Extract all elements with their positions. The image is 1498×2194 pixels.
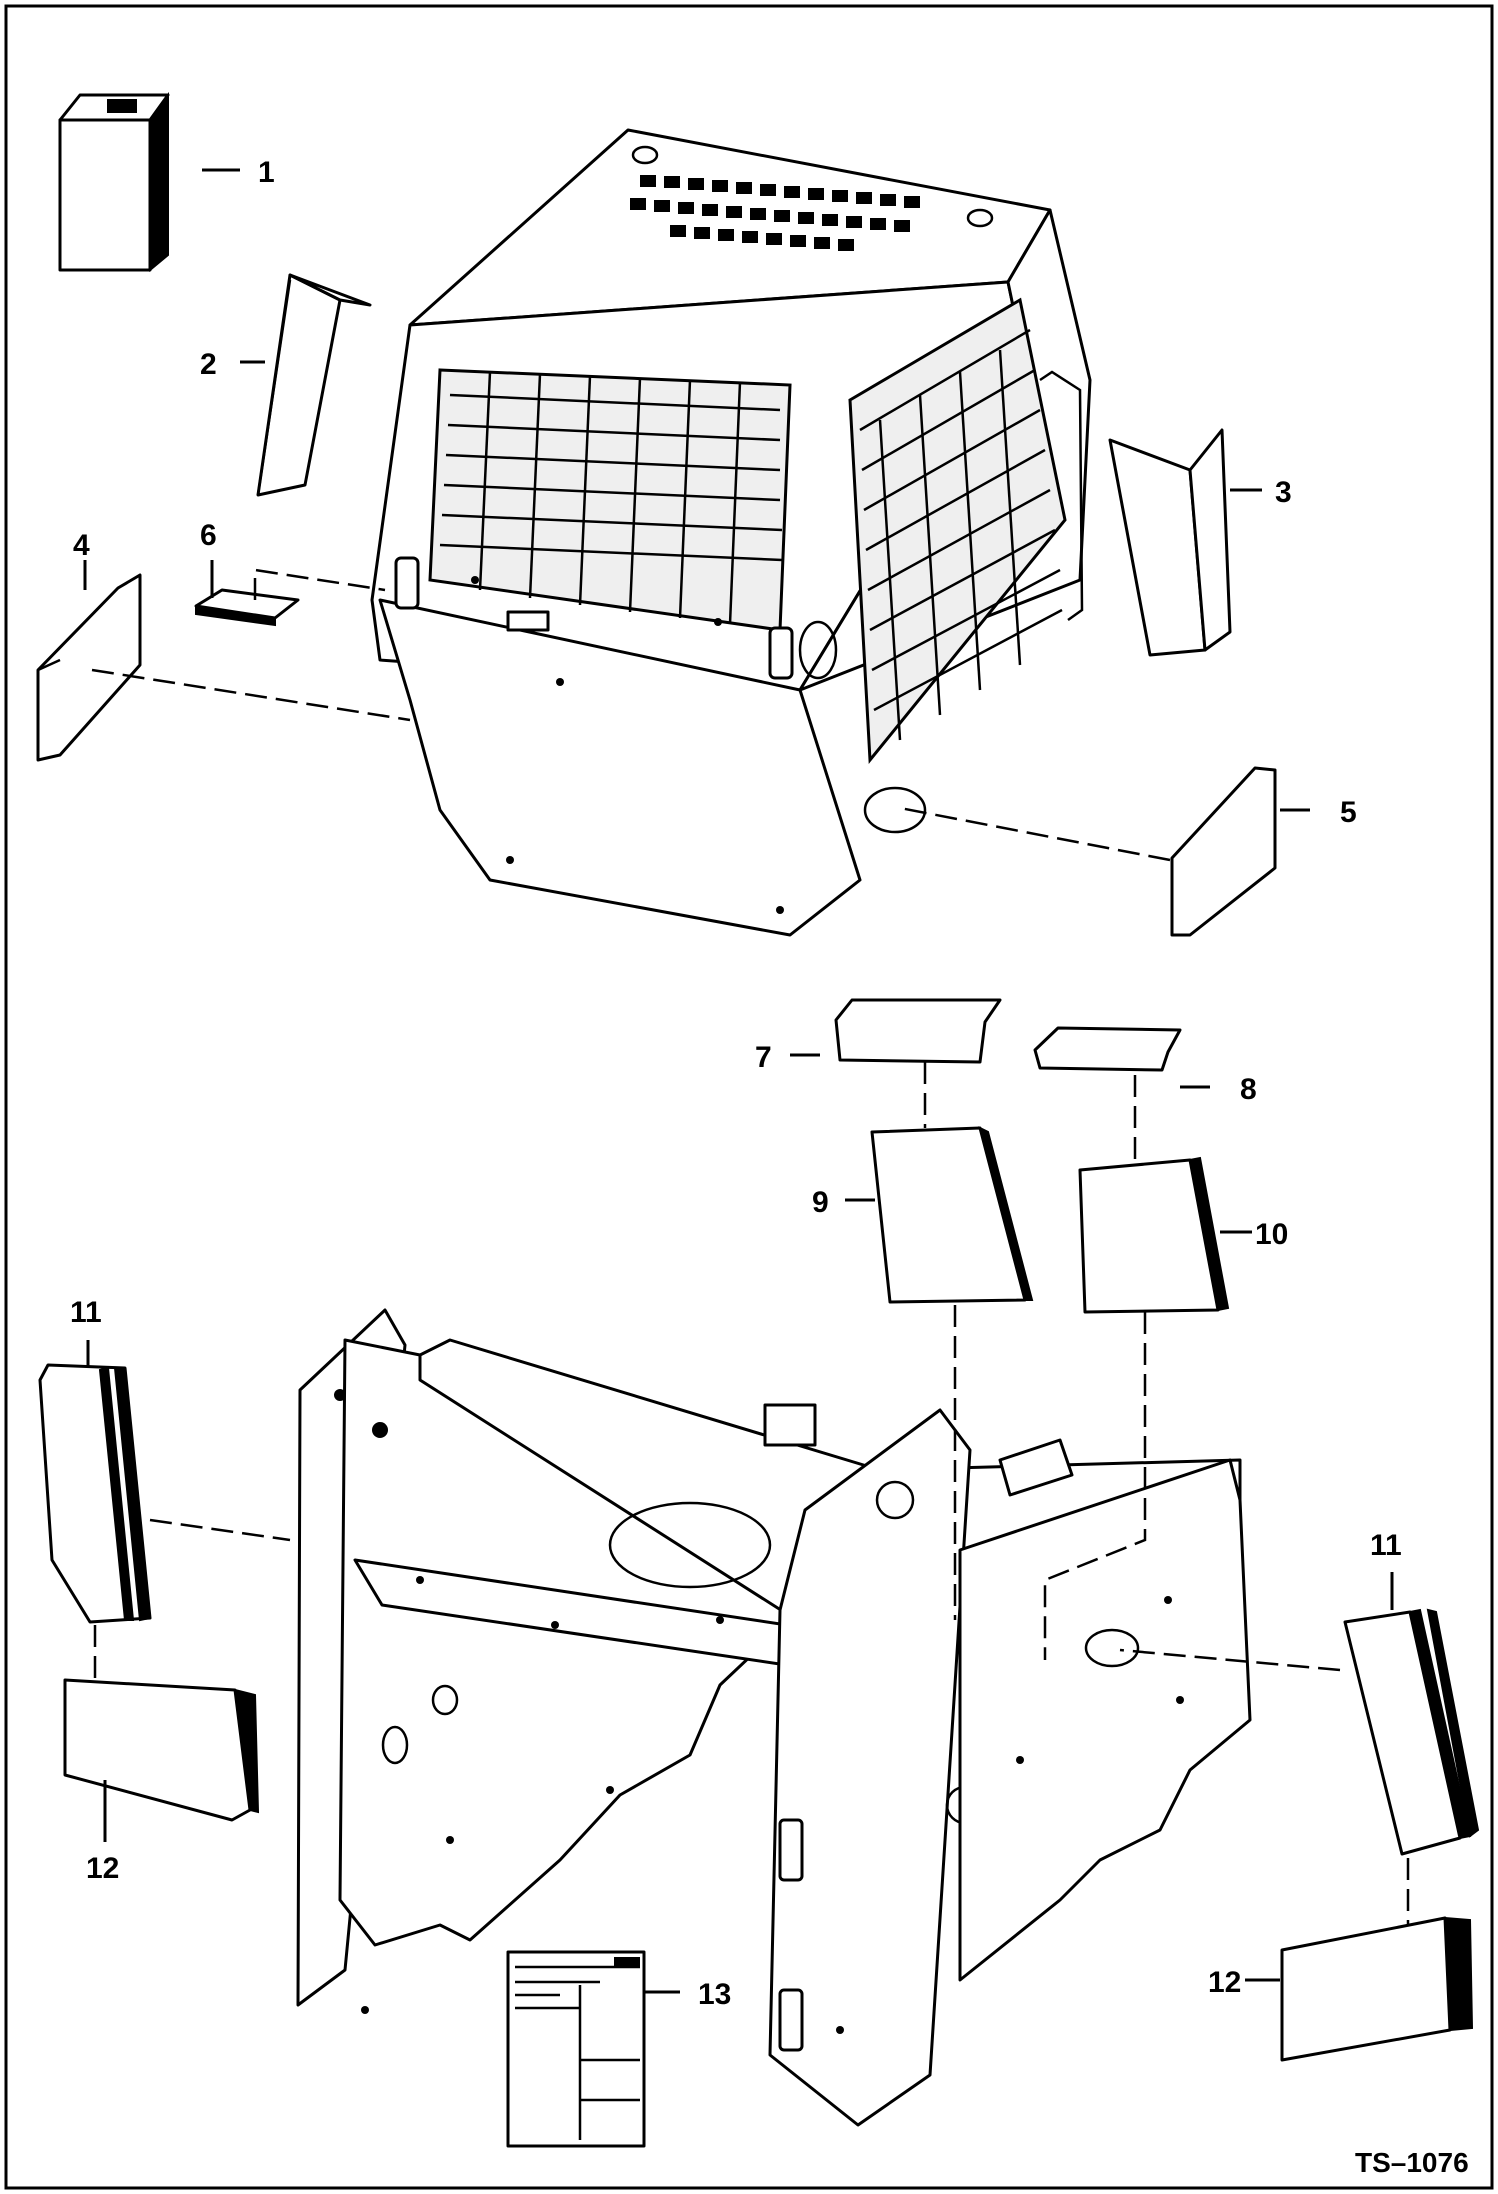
- callout-10: 10: [1255, 1218, 1288, 1251]
- decal-11-right: [1343, 1608, 1480, 1856]
- callout-4: 4: [73, 529, 90, 562]
- decal-12-left: [63, 1678, 260, 1822]
- callout-12-left: 12: [86, 1852, 119, 1885]
- callout-11-left: 11: [70, 1296, 102, 1329]
- decal-4: [36, 573, 142, 762]
- callout-9: 9: [812, 1186, 829, 1219]
- figure-border: [4, 4, 1494, 2190]
- loader-main-frame: [296, 1308, 1252, 2127]
- decal-pack-1: [58, 91, 170, 273]
- decal-9: [870, 1126, 1034, 1304]
- decal-7: [834, 998, 1002, 1064]
- decal-11-left: [38, 1363, 152, 1624]
- decal-2: [256, 273, 372, 497]
- decal-10: [1078, 1156, 1230, 1314]
- service-chart-13: [506, 1950, 646, 2148]
- decal-5: [1170, 766, 1277, 937]
- callout-3: 3: [1275, 476, 1292, 509]
- decal-8: [1033, 1026, 1182, 1072]
- assembly-lines: [91, 568, 1410, 1925]
- operator-cab: [370, 128, 1092, 937]
- callout-12-right: 12: [1208, 1966, 1241, 1999]
- callout-1: 1: [258, 156, 275, 189]
- callout-2: 2: [200, 348, 217, 381]
- callout-6: 6: [200, 519, 217, 552]
- callout-13: 13: [698, 1978, 731, 2011]
- callout-leaders: [83, 168, 1394, 1994]
- callout-8: 8: [1240, 1073, 1257, 1106]
- figure-id: TS–1076: [1355, 2147, 1469, 2178]
- decal-12-right: [1280, 1916, 1474, 2062]
- decal-3: [1108, 428, 1232, 657]
- callout-5: 5: [1340, 796, 1357, 829]
- callout-11-right: 11: [1370, 1529, 1402, 1562]
- callout-7: 7: [755, 1041, 772, 1074]
